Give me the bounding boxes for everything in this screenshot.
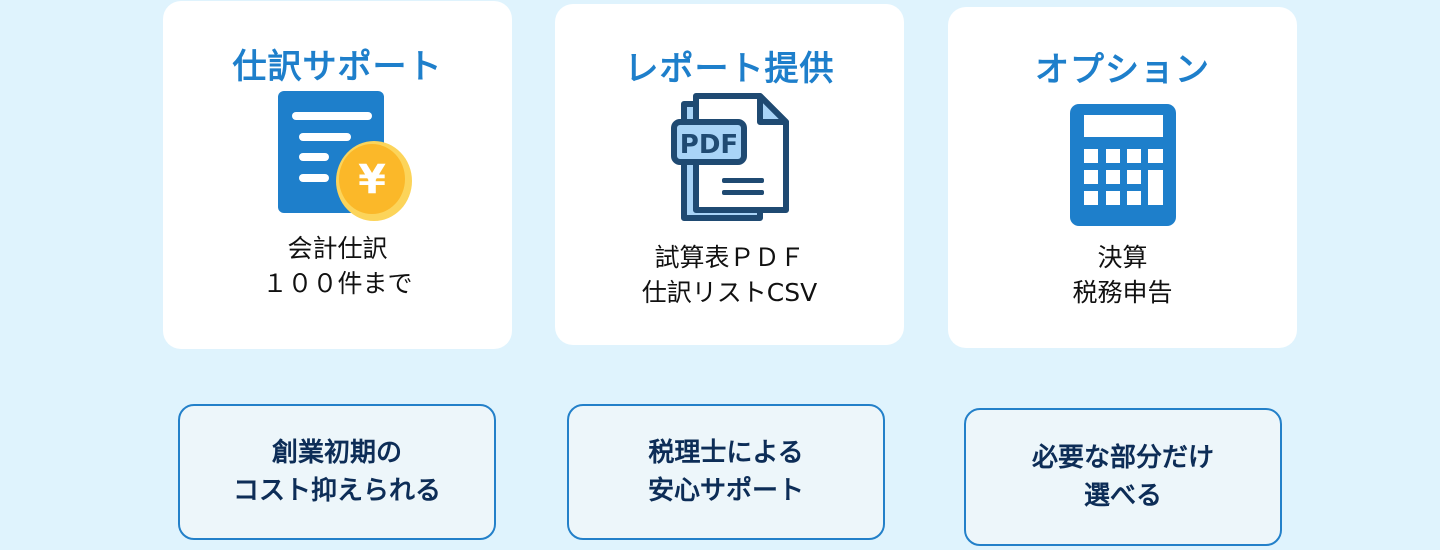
desc-line: 仕訳リストCSV (641, 278, 818, 307)
desc-line: 決算 (1097, 243, 1148, 272)
card-description: 決算 税務申告 (948, 240, 1297, 310)
feature-low-cost: 創業初期の コスト抑えられる (178, 404, 496, 540)
desc-line: １００件まで (262, 269, 413, 298)
feature-line: 創業初期の (271, 438, 402, 468)
feature-tax-accountant: 税理士による 安心サポート (567, 404, 885, 540)
document-yen-icon: ¥ (276, 89, 416, 227)
card-title: 仕訳サポート (232, 47, 443, 87)
feature-line: 選べる (1083, 481, 1162, 511)
desc-line: 試算表ＰＤＦ (654, 243, 805, 272)
desc-line: 税務申告 (1072, 278, 1173, 307)
card-report: レポート提供 PDF 試算表ＰＤＦ 仕訳リストCSV (555, 4, 904, 345)
feature-selectable: 必要な部分だけ 選べる (964, 408, 1282, 546)
card-journal-support: 仕訳サポート ¥ 会計仕訳 １００件まで (163, 1, 512, 349)
pdf-label: PDF (679, 130, 737, 160)
feature-line: コスト抑えられる (232, 476, 441, 506)
feature-line: 安心サポート (647, 476, 804, 506)
card-title: レポート提供 (624, 49, 835, 89)
card-title: オプション (1035, 50, 1210, 90)
card-option: オプション 決算 税務申告 (948, 7, 1297, 348)
feature-line: 必要な部分だけ (1031, 443, 1214, 473)
pdf-file-icon: PDF (670, 92, 790, 226)
calculator-icon (1069, 103, 1177, 231)
card-description: 会計仕訳 １００件まで (163, 231, 512, 301)
svg-text:¥: ¥ (358, 157, 386, 203)
card-description: 試算表ＰＤＦ 仕訳リストCSV (555, 240, 904, 310)
desc-line: 会計仕訳 (287, 234, 388, 263)
feature-line: 税理士による (648, 438, 804, 468)
